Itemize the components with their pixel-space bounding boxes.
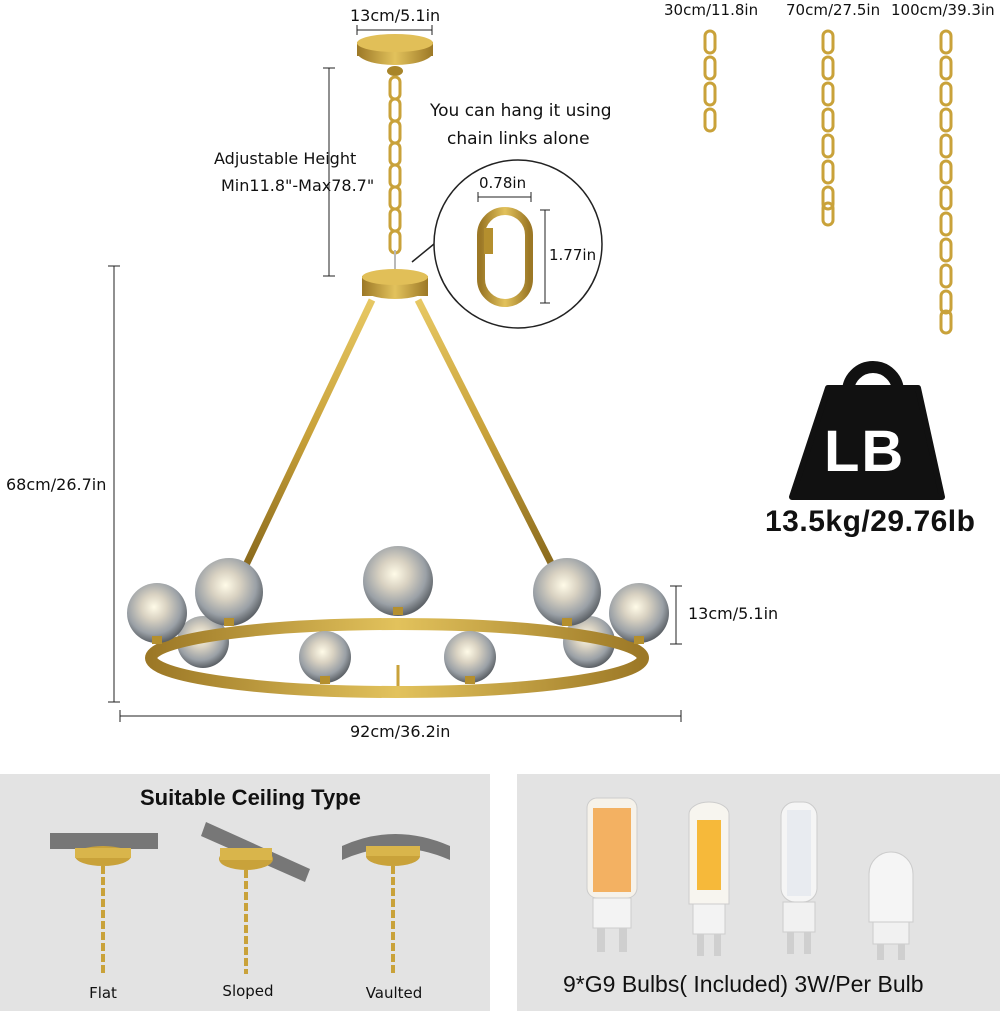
vaulted-ceiling-icon [342,834,450,974]
diameter-dimension [119,710,682,722]
adjustable-height-label-line2: Min11.8"-Max78.7" [221,176,375,195]
chandelier [127,34,669,698]
shade-height-dimension [670,585,682,645]
adjustable-height-label-line1: Adjustable Height [214,149,357,168]
bulb-illustrations [586,797,914,960]
flat-ceiling-icon [50,833,158,974]
weight-icon-text: LB [824,419,906,484]
ceiling-type-flat: Flat [89,984,117,1002]
dome-bulb-icon [868,851,914,960]
bulb-caption: 9*G9 Bulbs( Included) 3W/Per Bulb [563,971,924,997]
ceiling-type-panel: Suitable Ceiling Type Flat Sloped Vaulte… [0,774,490,1011]
chain-100cm-label: 100cm/39.3in [891,1,995,19]
chain-100cm [939,29,953,335]
weight-icon [789,361,945,500]
sloped-ceiling-icon [201,822,310,974]
chain-70cm-label: 70cm/27.5in [786,1,881,19]
chain-30cm [703,29,717,133]
hanging-chain [388,75,402,255]
link-width-label: 0.78in [479,174,527,192]
chain-link-note-line1: You can hang it using [430,101,612,121]
ceiling-type-illustrations [50,822,450,974]
crystal-shade [299,631,496,683]
adjustable-height-dimension [323,67,335,277]
total-height-label: 68cm/26.7in [6,475,107,494]
ceiling-panel-title: Suitable Ceiling Type [140,785,361,810]
diameter-label: 92cm/36.2in [350,722,451,741]
canopy-width-dimension [356,25,433,35]
bulb-panel: 9*G9 Bulbs( Included) 3W/Per Bulb [517,774,1000,1011]
chain-30cm-label: 30cm/11.8in [664,1,759,19]
cob-bulb-icon [688,801,730,956]
led-bulb-icon [586,797,638,952]
column-bulb-icon [780,801,818,954]
chain-link-callout [411,159,603,329]
chain-link-note-line2: chain links alone [447,129,590,149]
shade-height-label: 13cm/5.1in [688,604,779,623]
weight-value: 13.5kg/29.76lb [765,505,976,538]
total-height-dimension [108,265,120,703]
crystal-shade [127,546,669,643]
link-height-label: 1.77in [549,246,597,264]
canopy-width-label: 13cm/5.1in [350,6,441,25]
chain-70cm [821,29,835,227]
ceiling-type-vaulted: Vaulted [365,984,423,1002]
ceiling-type-sloped: Sloped [222,982,274,1000]
